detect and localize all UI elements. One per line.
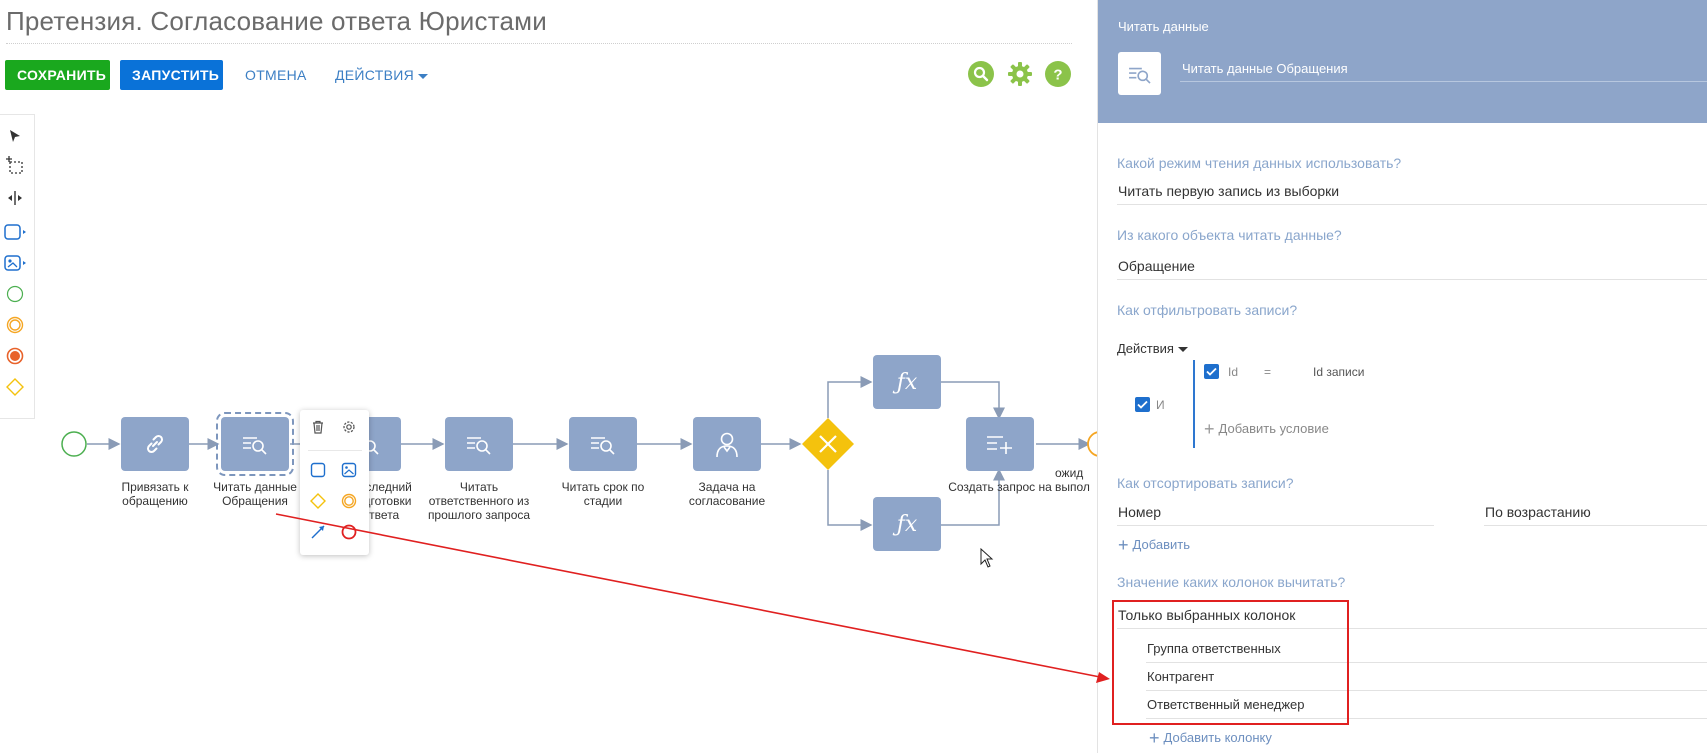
plus-icon: + (1149, 728, 1160, 748)
pointer-icon[interactable] (2, 123, 28, 149)
object-field[interactable]: Обращение (1117, 254, 1707, 280)
task-link-to-case[interactable] (121, 417, 189, 471)
space-tool-icon[interactable] (2, 185, 28, 211)
sort-column-field[interactable]: Номер (1117, 500, 1434, 526)
add-condition-button[interactable]: +Добавить условие (1204, 419, 1329, 440)
sort-direction-field[interactable]: По возрастанию (1484, 500, 1707, 526)
column-item[interactable]: Группа ответственных (1146, 637, 1707, 663)
gateway-icon[interactable] (2, 374, 28, 400)
task-icon[interactable] (2, 219, 28, 245)
run-button[interactable]: ЗАПУСТИТЬ (120, 60, 223, 90)
filter-group-checkbox[interactable] (1135, 397, 1150, 412)
condition-field[interactable]: Id (1228, 365, 1239, 379)
task-icon[interactable] (307, 459, 329, 481)
user-task-icon (716, 432, 738, 458)
subprocess-icon[interactable] (2, 250, 28, 276)
end-event-icon[interactable] (338, 521, 360, 543)
add-sort-label: Добавить (1132, 537, 1190, 552)
plus-icon: + (1118, 535, 1129, 555)
columns-mode-field[interactable]: Только выбранных колонок (1117, 603, 1707, 629)
node-label: Создать запрос на (948, 480, 1052, 494)
sequence-flows (61, 376, 1097, 531)
node-label: Задача на согласование (688, 480, 766, 508)
properties-panel: Читать данные Какой режим чтения данных … (1097, 0, 1707, 753)
timer-event[interactable] (1087, 431, 1097, 457)
actions-label: ДЕЙСТВИЯ (335, 67, 414, 83)
link-icon (146, 434, 164, 454)
filter-actions-button[interactable]: Действия (1117, 341, 1188, 356)
condition-checkbox[interactable] (1204, 364, 1219, 379)
trash-icon[interactable] (307, 416, 329, 438)
lasso-select-icon[interactable] (2, 153, 28, 179)
filter-group-operator[interactable]: И (1156, 398, 1165, 412)
help-icon[interactable]: ? (1045, 61, 1071, 87)
mouse-cursor-icon (980, 548, 994, 568)
gateway-icon[interactable] (307, 490, 329, 512)
condition-operator[interactable]: = (1264, 365, 1272, 379)
add-data-icon (987, 436, 1012, 454)
task-read-stage-deadline[interactable] (569, 417, 637, 471)
task-create-request[interactable] (966, 417, 1034, 471)
node-label: Читать данные Обращения (213, 480, 297, 508)
read-data-icon (1118, 52, 1161, 95)
filter-actions-label: Действия (1117, 341, 1174, 356)
formula-icon: ƒx (896, 369, 918, 395)
cancel-button[interactable]: ОТМЕНА (245, 67, 307, 83)
start-event[interactable] (61, 431, 87, 457)
column-item[interactable]: Ответственный менеджер (1146, 693, 1707, 719)
read-data-icon (243, 437, 267, 455)
question-sort: Как отсортировать записи? (1117, 475, 1294, 491)
end-event-icon[interactable] (2, 343, 28, 369)
element-name-input[interactable] (1180, 56, 1707, 82)
subprocess-icon[interactable] (338, 459, 360, 481)
add-column-button[interactable]: +Добавить колонку (1149, 728, 1272, 749)
node-label: ожид выпол (1055, 466, 1090, 494)
add-condition-label: Добавить условие (1218, 421, 1329, 436)
column-item[interactable]: Контрагент (1146, 665, 1707, 691)
chevron-down-icon (1177, 347, 1188, 353)
connector-arrow-icon[interactable] (307, 521, 329, 543)
question-object: Из какого объекта читать данные? (1117, 227, 1342, 243)
title-divider (6, 43, 1072, 44)
node-label: Читать срок по стадии (561, 480, 645, 508)
node-label: Привязать к обращению (121, 480, 189, 508)
formula-icon: ƒx (896, 511, 918, 537)
intermediate-event-icon[interactable] (338, 490, 360, 512)
question-read-mode: Какой режим чтения данных использовать? (1117, 155, 1402, 171)
filter-group-bar (1193, 360, 1195, 448)
element-context-menu (300, 410, 369, 555)
node-label: Читать ответственного из прошлого запрос… (427, 480, 531, 522)
add-column-label: Добавить колонку (1163, 730, 1272, 745)
page-title: Претензия. Согласование ответа Юристами (6, 6, 547, 36)
chevron-down-icon (418, 73, 428, 79)
read-mode-field[interactable]: Читать первую запись из выборки (1117, 179, 1707, 205)
intermediate-event-icon[interactable] (2, 312, 28, 338)
gear-icon[interactable] (1007, 61, 1033, 87)
plus-icon: + (1204, 419, 1215, 439)
read-data-icon (467, 437, 491, 455)
process-canvas[interactable]: Привязать к обращению Читать данные Обра… (0, 100, 1097, 753)
panel-header: Читать данные (1098, 0, 1707, 123)
formula-task-lower[interactable]: ƒx (873, 497, 941, 551)
start-event-icon[interactable] (2, 281, 28, 307)
read-data-icon (591, 437, 615, 455)
divider (308, 450, 362, 451)
element-toolbox (0, 114, 35, 419)
gear-icon[interactable] (338, 416, 360, 438)
panel-header-title: Читать данные (1118, 19, 1209, 34)
user-task-approval[interactable] (693, 417, 761, 471)
svg-text:?: ? (1053, 67, 1062, 83)
actions-menu-button[interactable]: ДЕЙСТВИЯ (335, 67, 428, 83)
save-button[interactable]: СОХРАНИТЬ (5, 60, 110, 90)
formula-task-upper[interactable]: ƒx (873, 355, 941, 409)
search-icon[interactable] (968, 61, 994, 87)
task-read-case-data[interactable] (216, 412, 294, 476)
question-filter: Как отфильтровать записи? (1117, 302, 1298, 318)
add-sort-button[interactable]: +Добавить (1118, 535, 1190, 556)
task-read-responsible[interactable] (445, 417, 513, 471)
question-columns: Значение каких колонок вычитать? (1117, 574, 1346, 590)
condition-value[interactable]: Id записи (1313, 365, 1365, 379)
